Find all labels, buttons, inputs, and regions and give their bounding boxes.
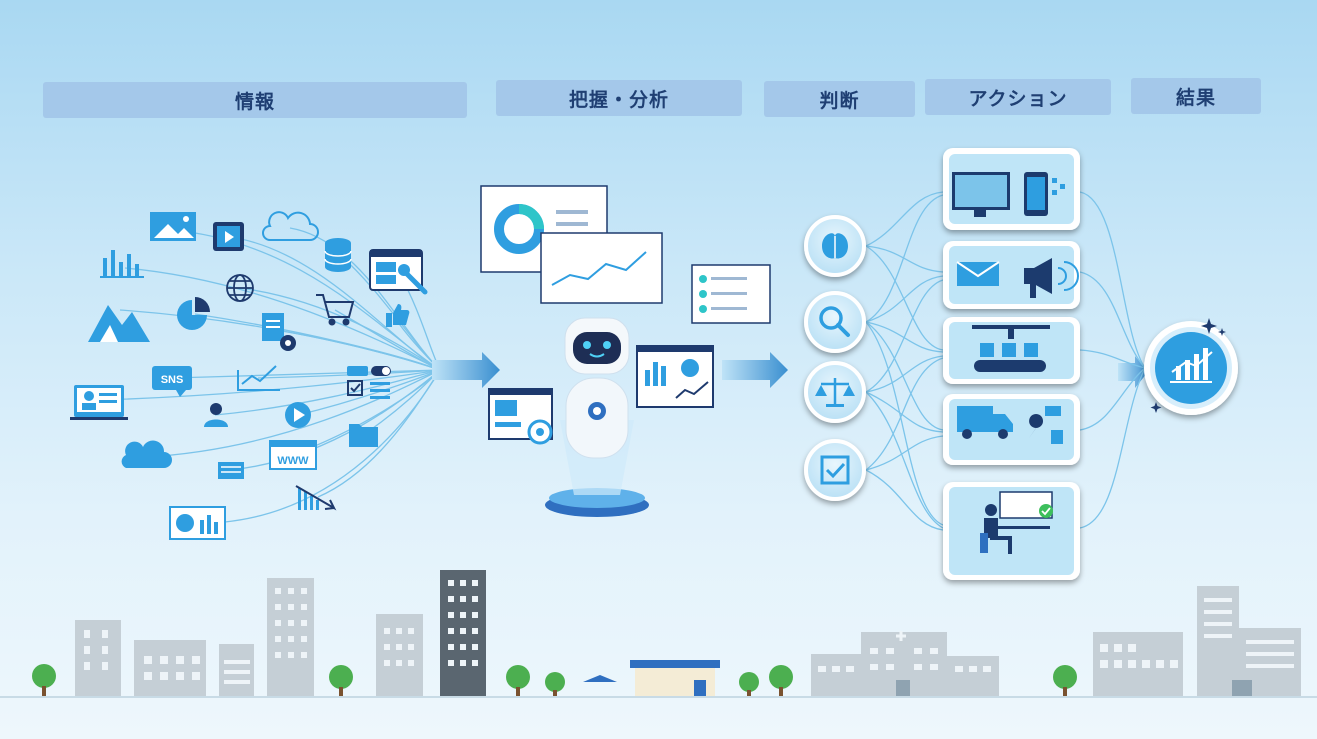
- judgment-flow-lines: [865, 191, 944, 531]
- stage-header-analysis: 把握・分析: [496, 80, 742, 116]
- stage-label-analysis: 把握・分析: [568, 88, 669, 111]
- line-chart-panel: [540, 232, 663, 304]
- input-flow-lines: [99, 227, 441, 523]
- factory-conveyor-icon: [943, 317, 1080, 384]
- dashboard-icon: [169, 506, 226, 540]
- stage-header-info: 情報: [43, 82, 467, 118]
- cityscape: [0, 570, 1317, 698]
- svg-text:SNS: SNS: [161, 374, 184, 386]
- robot-left-screen: [488, 388, 553, 445]
- sns-bubble-icon: SNS: [152, 366, 192, 397]
- stage-label-action: アクション: [968, 87, 1068, 110]
- checkbox-icon: [804, 439, 866, 501]
- stage-header-judgment: 判断: [764, 81, 915, 117]
- database-icon: [324, 238, 352, 272]
- flow-arrow-2: [722, 352, 788, 388]
- scale-icon: [804, 361, 866, 423]
- monitor-mobile-icon: [943, 148, 1080, 230]
- folder-icon: [349, 424, 378, 447]
- line-chart-icon: [237, 365, 280, 391]
- checklist-icon: [347, 380, 390, 399]
- robot-right-screen: [636, 345, 714, 408]
- ai-robot-icon: [545, 317, 649, 517]
- stage-label-info: 情報: [234, 90, 275, 113]
- sparkle-icon: [1150, 318, 1226, 413]
- thumbs-up-icon: [386, 304, 410, 327]
- operator-desk-icon: [943, 482, 1080, 580]
- checklist-panel: [691, 264, 771, 324]
- cart-icon: [316, 294, 355, 326]
- profile-card-icon: [70, 385, 128, 420]
- truck-delivery-icon: [943, 394, 1080, 465]
- video-icon: [213, 222, 244, 251]
- cloud-icon: [262, 211, 319, 241]
- bar-chart-icon: [100, 250, 144, 278]
- stage-header-action: アクション: [925, 79, 1111, 115]
- web-tool-icon: [369, 249, 428, 295]
- toggle-icon: [347, 366, 391, 376]
- cloud-icon: [121, 440, 172, 468]
- mail-megaphone-icon: [943, 241, 1080, 309]
- svg-text:WWW: WWW: [277, 455, 309, 467]
- flow-arrow-1: [432, 352, 500, 388]
- stage-header-result: 結果: [1131, 78, 1261, 114]
- play-icon: [285, 402, 311, 428]
- stage-label-result: 結果: [1175, 86, 1216, 109]
- brain-icon: [804, 215, 866, 277]
- www-window-icon: WWW: [269, 440, 317, 470]
- magnifier-icon: [804, 291, 866, 353]
- declining-chart-icon: [295, 485, 337, 511]
- landscape-icon: [88, 305, 150, 342]
- stage-label-judgment: 判断: [819, 89, 860, 112]
- document-gear-icon: [262, 313, 296, 351]
- pie-chart-icon: [177, 297, 210, 330]
- action-to-result-lines: [1079, 191, 1146, 529]
- globe-icon: [226, 274, 254, 302]
- image-icon: [150, 212, 196, 241]
- growth-chart-icon: [1144, 321, 1238, 415]
- user-icon: [204, 403, 228, 427]
- table-icon: [218, 462, 244, 479]
